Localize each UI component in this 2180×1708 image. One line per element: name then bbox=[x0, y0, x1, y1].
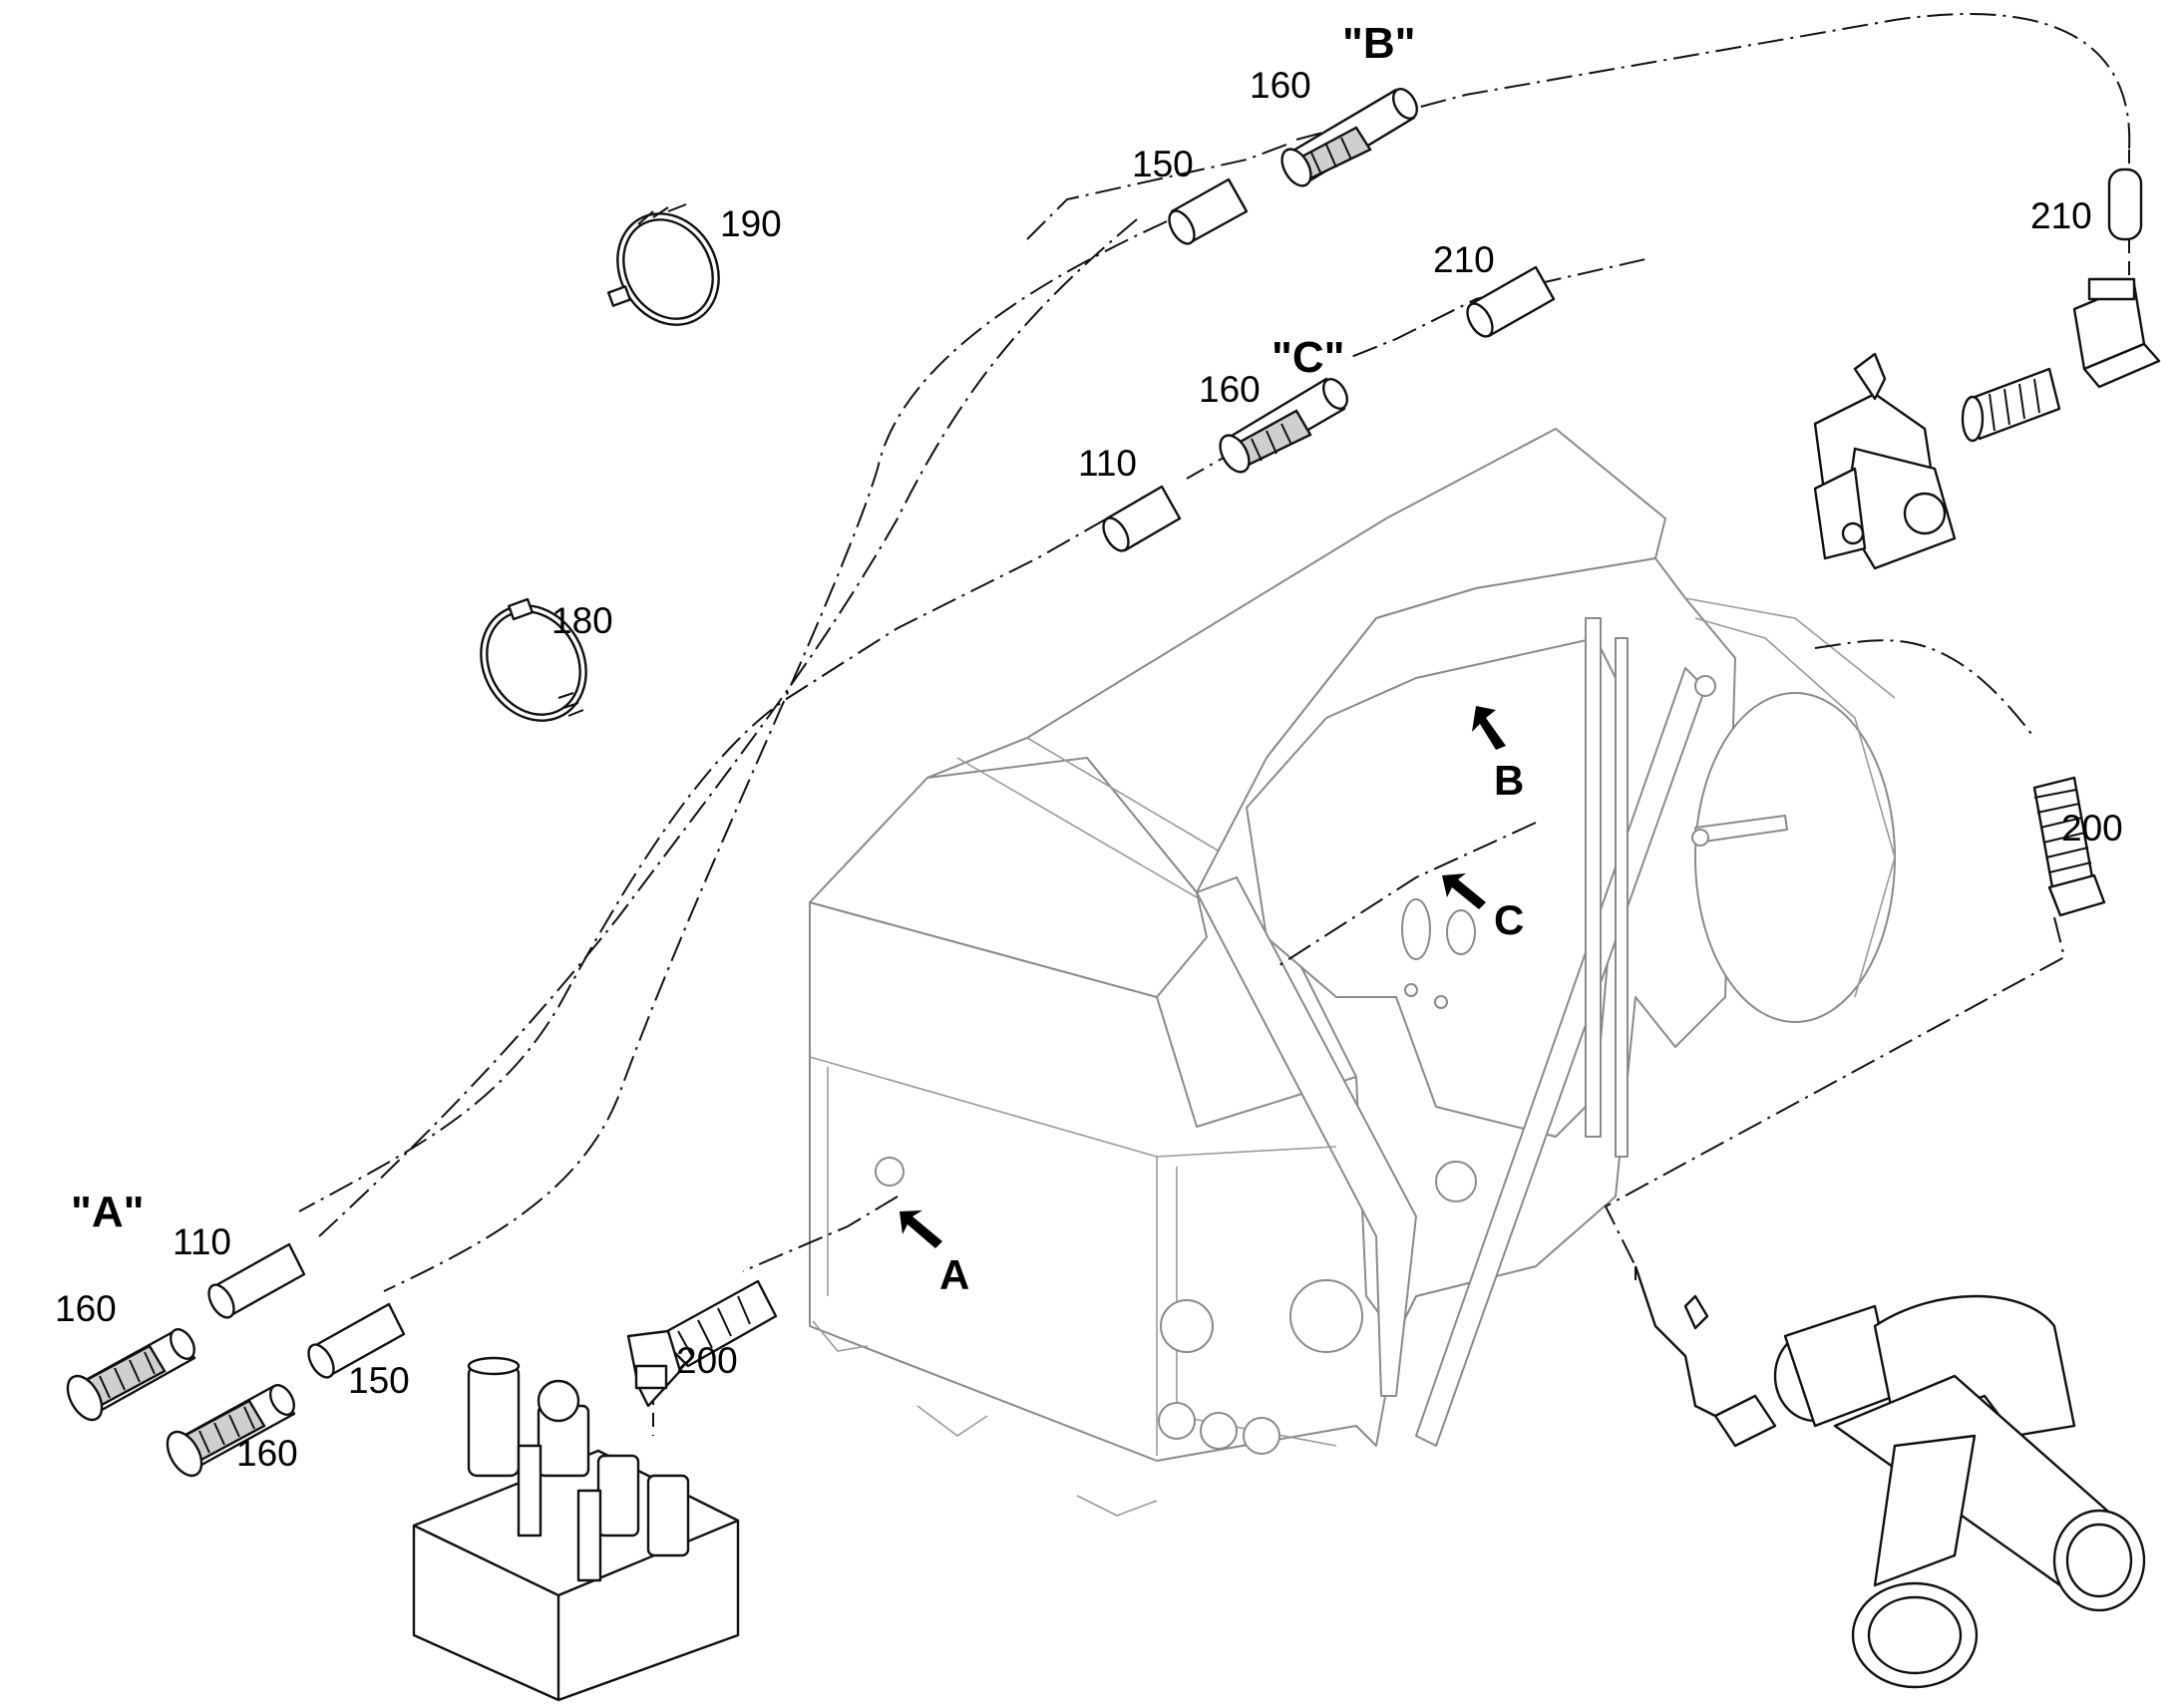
corrugated-hose-200-right bbox=[2032, 776, 2106, 917]
hose-110-A bbox=[207, 1242, 306, 1319]
machine-frame bbox=[809, 428, 1896, 1517]
hose-150-A bbox=[307, 1302, 406, 1379]
fitting-160-C bbox=[1219, 377, 1348, 474]
callout-160-A1: 160 bbox=[55, 1288, 117, 1329]
arrow-A: A bbox=[900, 1210, 969, 1298]
callout-150-A: 150 bbox=[348, 1360, 410, 1401]
sensor-elbow-200-left bbox=[626, 1279, 778, 1408]
fitting-160-A2 bbox=[166, 1384, 296, 1478]
arrow-B: B bbox=[1472, 706, 1524, 804]
exhaust-pipe-assembly bbox=[1634, 1265, 2146, 1689]
view-title-A: "A" bbox=[71, 1188, 145, 1236]
arrow-C: C bbox=[1442, 873, 1524, 943]
arrow-label-C: C bbox=[1494, 896, 1524, 943]
callout-160-C: 160 bbox=[1199, 369, 1261, 410]
view-title-C: "C" bbox=[1272, 333, 1345, 382]
callout-110-A: 110 bbox=[173, 1221, 231, 1262]
arrow-label-A: A bbox=[939, 1251, 969, 1298]
callout-210-top: 210 bbox=[2030, 195, 2092, 236]
hose-210-mid bbox=[1466, 265, 1556, 338]
callout-150-B: 150 bbox=[1132, 144, 1194, 184]
callout-190: 190 bbox=[720, 203, 782, 244]
callout-180: 180 bbox=[551, 600, 613, 641]
valve-assembly bbox=[1813, 168, 2161, 570]
callout-200-right: 200 bbox=[2061, 808, 2123, 849]
callout-200-left: 200 bbox=[676, 1340, 738, 1381]
clamp-180 bbox=[480, 597, 587, 722]
leader-lines bbox=[298, 13, 2131, 1436]
callout-160-B: 160 bbox=[1250, 65, 1311, 106]
fitting-160-A1 bbox=[66, 1328, 196, 1422]
callout-210-mid: 210 bbox=[1433, 239, 1495, 280]
callout-160-A2: 160 bbox=[236, 1433, 298, 1474]
clamp-190 bbox=[606, 203, 720, 326]
fitting-160-B bbox=[1280, 88, 1418, 187]
arrow-label-B: B bbox=[1494, 757, 1524, 804]
callout-110-C: 110 bbox=[1078, 443, 1137, 484]
hose-150-B bbox=[1168, 177, 1249, 245]
view-title-B: "B" bbox=[1342, 19, 1416, 68]
control-block bbox=[412, 1356, 740, 1702]
hose-110-C bbox=[1102, 485, 1182, 552]
